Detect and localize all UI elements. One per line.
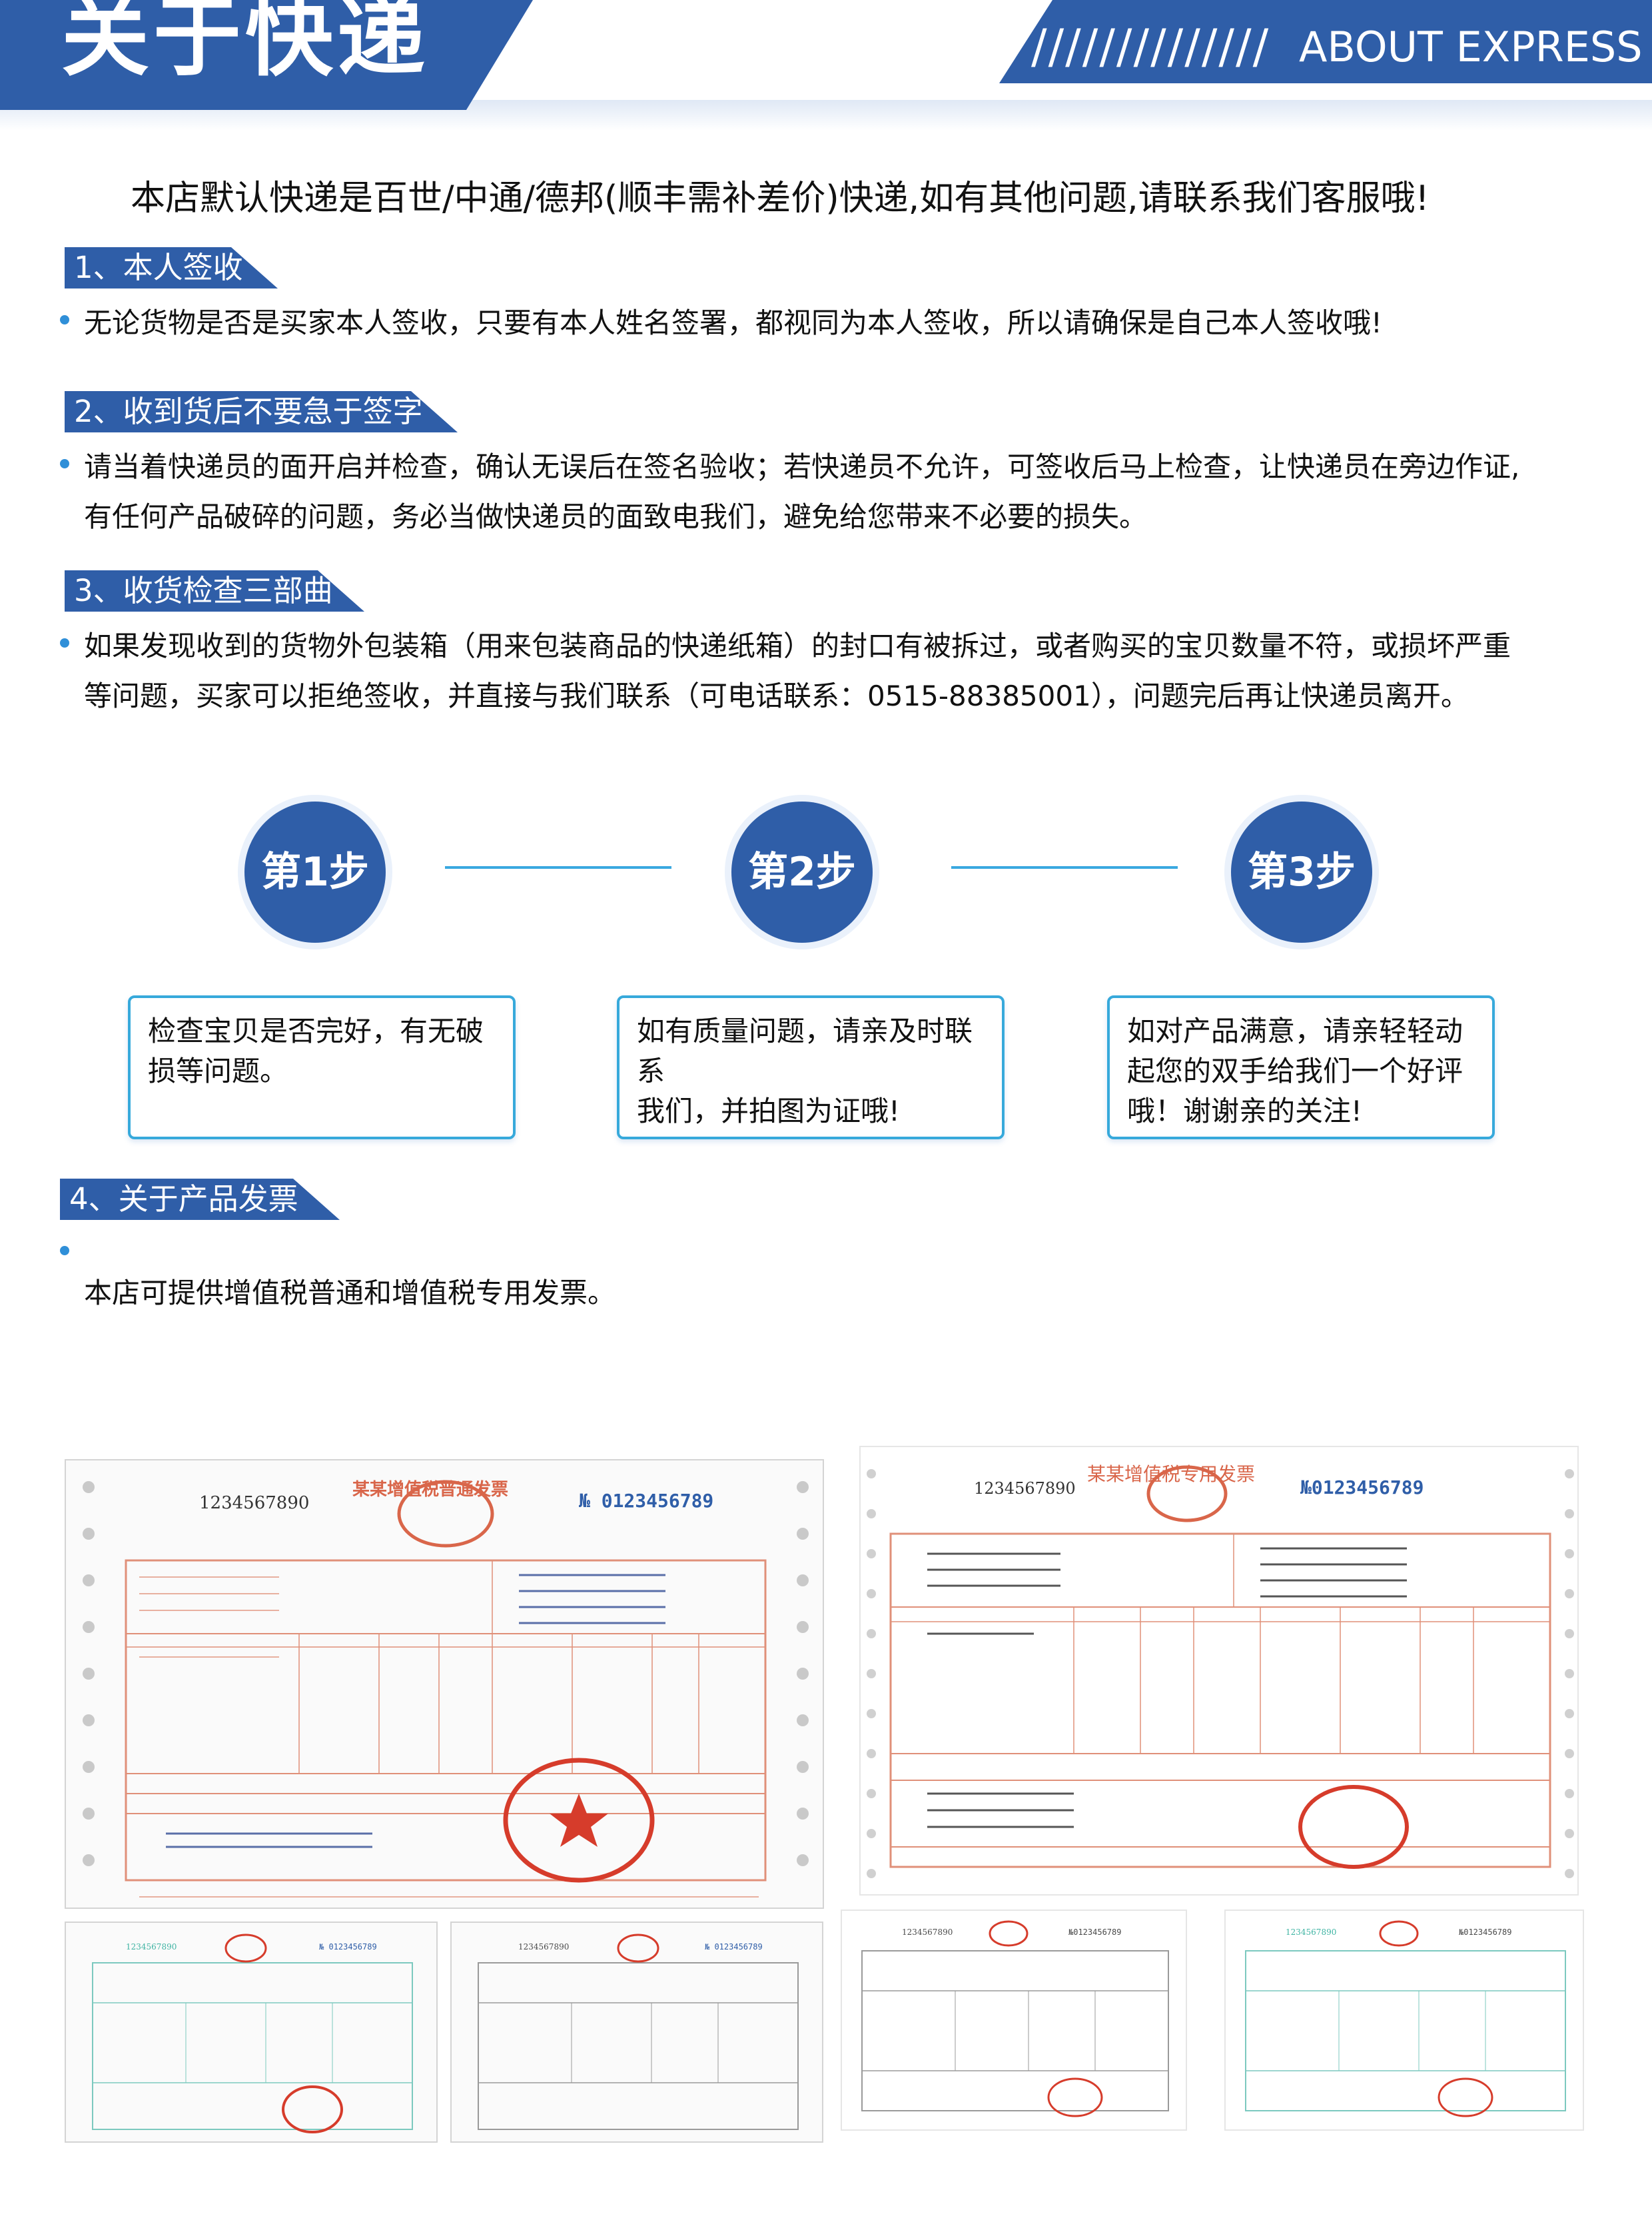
invoice-number: 1234567890 bbox=[974, 1479, 1076, 1498]
section-2-line-2: 有任何产品破碎的问题，务必当做快递员的面致电我们，避免给您带来不必要的损失。 bbox=[84, 500, 1148, 533]
section-3-line-1: 如果发现收到的货物外包装箱（用来包装商品的快递纸箱）的封口有被拆过，或者购买的宝… bbox=[84, 630, 1511, 662]
invoice-thumb-1: 1234567890 № 0123456789 bbox=[65, 1922, 438, 2143]
thumb-number: 1234567890 bbox=[902, 1928, 953, 1937]
invoice-thumb-4: 1234567890 №0123456789 bbox=[1224, 1910, 1584, 2131]
thumb-serial: № 0123456789 bbox=[705, 1942, 763, 1951]
invoice-cipher-text bbox=[166, 1574, 665, 1848]
step-1-badge: 第1步 bbox=[244, 802, 386, 943]
step-connector-1 bbox=[445, 866, 671, 869]
invoice-serial: №0123456789 bbox=[1300, 1476, 1424, 1498]
bullet-3 bbox=[60, 638, 69, 648]
seal-stamp-invoice bbox=[503, 1758, 655, 1883]
step-2-badge: 第2步 bbox=[731, 802, 873, 943]
step-2-card: 如有质量问题，请亲及时联系 我们，并拍图为证哦! bbox=[617, 995, 1005, 1139]
header-left-banner bbox=[0, 0, 533, 110]
step-2-line-2: 我们，并拍图为证哦! bbox=[637, 1095, 900, 1127]
invoice-special-drawing: 1234567890 某某增值税专用发票 №0123456789 bbox=[867, 1463, 1574, 1878]
step-1-line-1: 检查宝贝是否完好，有无破 bbox=[148, 1015, 484, 1047]
invoice-serial: № 0123456789 bbox=[579, 1490, 713, 1512]
thumb-number: 1234567890 bbox=[126, 1942, 177, 1951]
thumb-number: 1234567890 bbox=[518, 1942, 569, 1951]
bullet-2 bbox=[60, 459, 69, 468]
header-subtitle: ABOUT EXPRESS bbox=[1299, 23, 1643, 71]
step-3-line-3: 哦！谢谢亲的关注! bbox=[1127, 1095, 1362, 1127]
header-slashes: ////////////// bbox=[1031, 19, 1270, 74]
step-2-line-1: 如有质量问题，请亲及时联系 bbox=[637, 1015, 973, 1087]
step-3-card: 如对产品满意，请亲轻轻动 起您的双手给我们一个好评 哦！谢谢亲的关注! bbox=[1107, 995, 1495, 1139]
header-right-banner bbox=[999, 0, 1652, 83]
step-3-line-1: 如对产品满意，请亲轻轻动 bbox=[1127, 1015, 1463, 1047]
seal-stamp-top bbox=[397, 1480, 494, 1548]
step-3-badge: 第3步 bbox=[1231, 802, 1372, 943]
invoice-thumb-2: 1234567890 № 0123456789 bbox=[450, 1922, 823, 2143]
invoice-number: 1234567890 bbox=[199, 1493, 309, 1513]
step-connector-2 bbox=[951, 866, 1178, 869]
thumb-serial: №0123456789 bbox=[1068, 1928, 1121, 1937]
invoice-title: 某某增值税专用发票 bbox=[1087, 1463, 1255, 1485]
invoice-thumb-3: 1234567890 №0123456789 bbox=[841, 1910, 1187, 2131]
thumb-number: 1234567890 bbox=[1286, 1928, 1336, 1937]
perforation-holes bbox=[83, 1481, 809, 1866]
step-1-card: 检查宝贝是否完好，有无破 损等问题。 bbox=[128, 995, 516, 1139]
section-3-line-2: 等问题，买家可以拒绝签收，并直接与我们联系（可电话联系：0515-8838500… bbox=[84, 680, 1469, 712]
step-3-line-2: 起您的双手给我们一个好评 bbox=[1127, 1055, 1463, 1087]
section-2-line-1: 请当着快递员的面开启并检查，确认无误后在签名验收；若快递员不允许，可签收后马上检… bbox=[84, 450, 1520, 483]
seal-stamp-invoice bbox=[1298, 1785, 1409, 1869]
section-tag-4: 4、关于产品发票 bbox=[60, 1179, 340, 1220]
page-title: 关于快递 bbox=[61, 0, 429, 89]
section-4-line-1: 本店可提供增值税普通和增值税专用发票。 bbox=[84, 1277, 616, 1309]
section-1-line-1: 无论货物是否是买家本人签收，只要有本人姓名签署，都视同为本人签收，所以请确保是自… bbox=[84, 306, 1382, 339]
invoice-image-normal: 1234567890 某某增值税普通发票 № 0123456789 bbox=[65, 1459, 824, 1909]
section-tag-2: 2、收到货后不要急于签字 bbox=[65, 391, 458, 432]
intro-text: 本店默认快递是百世/中通/德邦(顺丰需补差价)快递,如有其他问题,请联系我们客服… bbox=[131, 179, 1430, 219]
section-tag-3: 3、收货检查三部曲 bbox=[65, 570, 364, 612]
invoice-normal-drawing: 1234567890 某某增值税普通发票 № 0123456789 bbox=[83, 1479, 809, 1898]
thumb-serial: №0123456789 bbox=[1459, 1928, 1511, 1937]
step-1-line-2: 损等问题。 bbox=[148, 1055, 288, 1087]
section-tag-1: 1、本人签收 bbox=[65, 247, 278, 288]
bullet-1 bbox=[60, 315, 69, 324]
thumb-serial: № 0123456789 bbox=[319, 1942, 377, 1951]
invoice-image-special: 1234567890 某某增值税专用发票 №0123456789 bbox=[859, 1446, 1579, 1896]
bullet-4 bbox=[60, 1246, 69, 1255]
